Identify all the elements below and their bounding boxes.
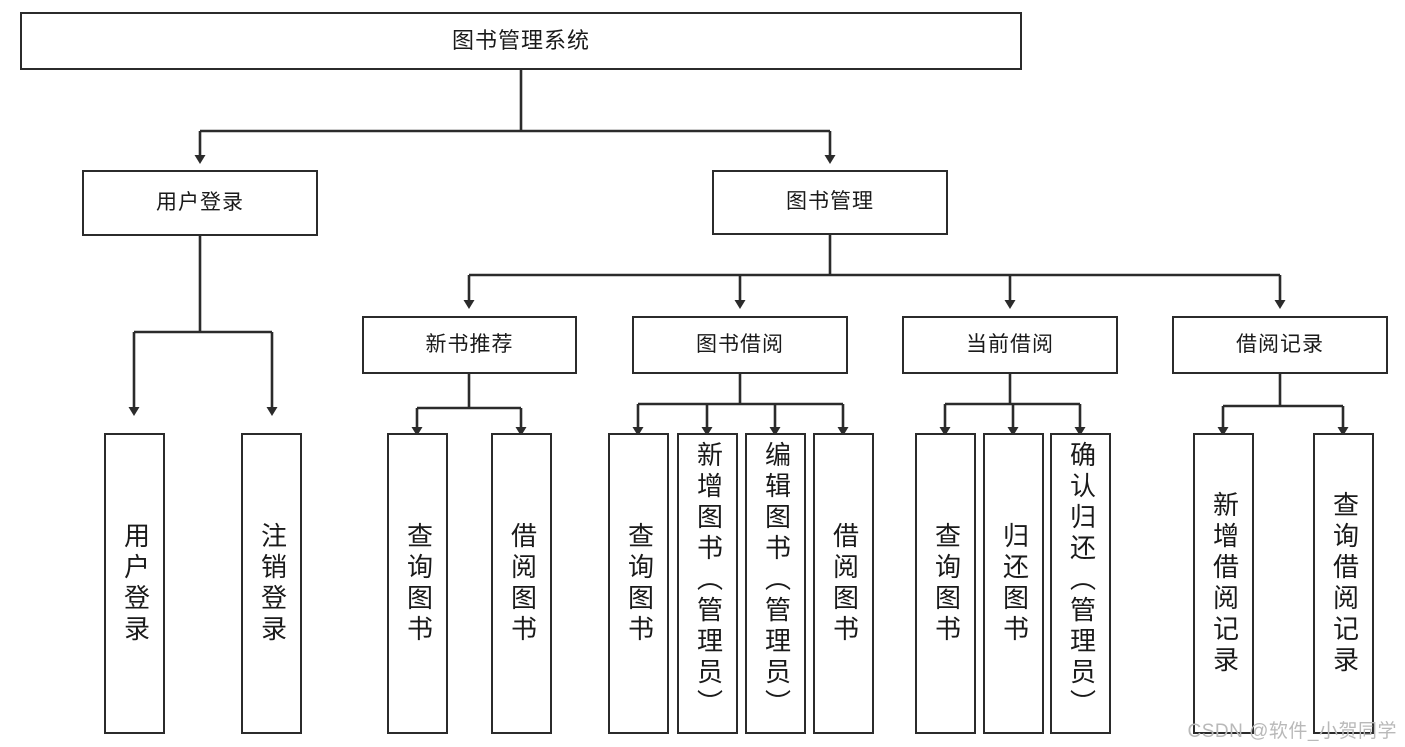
- node-current-borrow-label: 当前借阅: [966, 332, 1054, 356]
- node-new-book-recommend[interactable]: 新书推荐: [362, 316, 577, 374]
- node-current-borrow[interactable]: 当前借阅: [902, 316, 1118, 374]
- node-borrow-record-label: 借阅记录: [1236, 332, 1324, 356]
- node-leaf-return-book-label: 归还图书: [999, 521, 1030, 646]
- node-leaf-confirm-return-label: 确认归还（管理员）: [1066, 441, 1097, 720]
- node-leaf-query-book-2[interactable]: 查询图书: [608, 433, 669, 734]
- node-leaf-add-record[interactable]: 新增借阅记录: [1193, 433, 1254, 734]
- node-leaf-logout-login-label: 注销登录: [257, 521, 288, 646]
- node-leaf-query-book-2-label: 查询图书: [624, 521, 655, 646]
- node-leaf-edit-book[interactable]: 编辑图书（管理员）: [745, 433, 806, 734]
- node-new-book-recommend-label: 新书推荐: [425, 332, 514, 356]
- node-leaf-user-login-label: 用户登录: [120, 521, 151, 646]
- node-leaf-add-book-label: 新增图书（管理员）: [693, 441, 724, 720]
- node-user-login[interactable]: 用户登录: [82, 170, 318, 236]
- node-leaf-query-book-3[interactable]: 查询图书: [915, 433, 976, 734]
- watermark: CSDN @软件_小贺同学: [1187, 721, 1397, 742]
- node-book-manage-label: 图书管理: [786, 190, 874, 214]
- node-book-borrow[interactable]: 图书借阅: [632, 316, 848, 374]
- node-leaf-query-book-1[interactable]: 查询图书: [387, 433, 448, 734]
- node-root[interactable]: 图书管理系统: [20, 12, 1022, 70]
- node-book-manage[interactable]: 图书管理: [712, 170, 948, 235]
- node-book-borrow-label: 图书借阅: [696, 332, 784, 356]
- node-leaf-confirm-return[interactable]: 确认归还（管理员）: [1050, 433, 1111, 734]
- node-leaf-edit-book-label: 编辑图书（管理员）: [761, 441, 792, 720]
- node-leaf-borrow-book-2[interactable]: 借阅图书: [813, 433, 874, 734]
- node-borrow-record[interactable]: 借阅记录: [1172, 316, 1388, 374]
- node-leaf-add-record-label: 新增借阅记录: [1209, 490, 1240, 677]
- node-leaf-query-book-3-label: 查询图书: [931, 521, 962, 646]
- node-leaf-add-book[interactable]: 新增图书（管理员）: [677, 433, 738, 734]
- node-leaf-user-login[interactable]: 用户登录: [104, 433, 165, 734]
- node-leaf-query-record-label: 查询借阅记录: [1329, 490, 1360, 677]
- node-user-login-label: 用户登录: [156, 190, 244, 214]
- node-leaf-borrow-book-2-label: 借阅图书: [829, 521, 860, 646]
- node-leaf-logout-login[interactable]: 注销登录: [241, 433, 302, 734]
- node-leaf-query-record[interactable]: 查询借阅记录: [1313, 433, 1374, 734]
- node-leaf-query-book-1-label: 查询图书: [403, 521, 434, 646]
- node-root-label: 图书管理系统: [451, 28, 590, 54]
- node-leaf-borrow-book-1[interactable]: 借阅图书: [491, 433, 552, 734]
- node-leaf-return-book[interactable]: 归还图书: [983, 433, 1044, 734]
- node-leaf-borrow-book-1-label: 借阅图书: [507, 521, 538, 646]
